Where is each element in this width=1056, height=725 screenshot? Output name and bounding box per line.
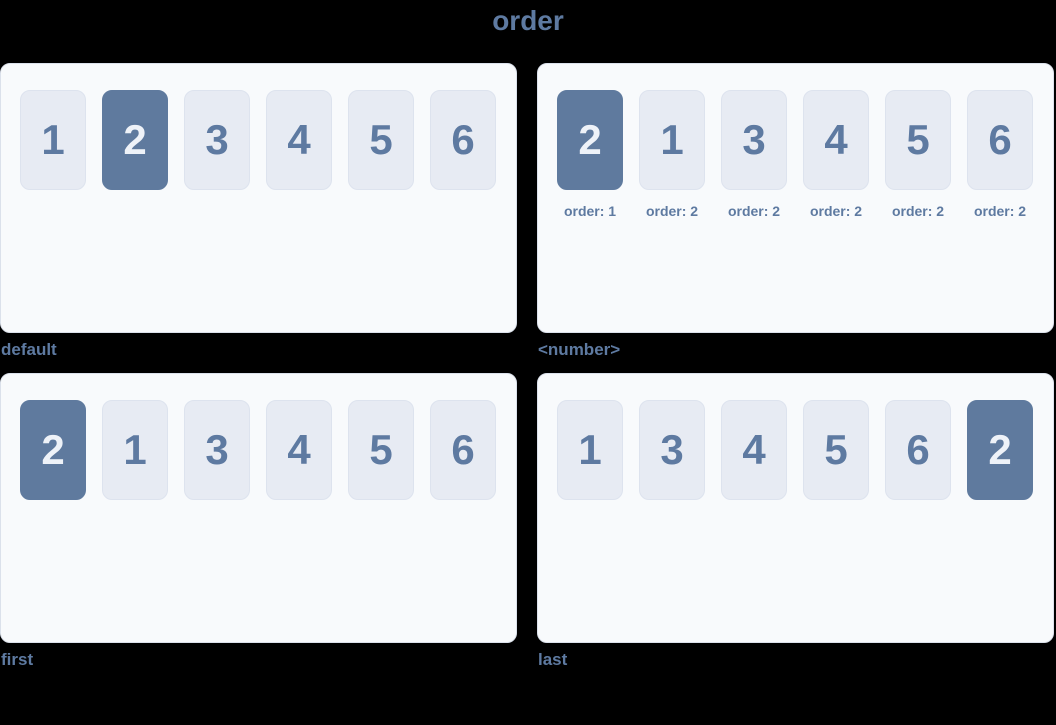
- flex-item-box-5: 5: [885, 90, 951, 190]
- box-row: 2 order: 1 1 order: 2 3 order: 2 4 order: 2 5 ord…: [557, 90, 1034, 219]
- order-value-label: order: 2: [891, 203, 945, 219]
- box-with-order-label: 2 order: 1: [557, 90, 623, 219]
- flex-item-box-4: 4: [803, 90, 869, 190]
- box-with-order-label: 6 order: 2: [967, 90, 1033, 219]
- flex-item-box-3: 3: [184, 400, 250, 500]
- panel-number: 2 order: 1 1 order: 2 3 order: 2 4 order: 2 5 ord…: [537, 63, 1054, 333]
- box-with-order-label: 5 order: 2: [885, 90, 951, 219]
- flex-item-box-3: 3: [184, 90, 250, 190]
- box-with-order-label: 3 order: 2: [721, 90, 787, 219]
- flex-item-box-6: 6: [885, 400, 951, 500]
- panel-caption-default: default: [1, 340, 57, 359]
- box-with-order-label: 4 order: 2: [803, 90, 869, 219]
- flex-item-box-1: 1: [557, 400, 623, 500]
- flex-item-box-6: 6: [967, 90, 1033, 190]
- box-with-order-label: 1 order: 2: [639, 90, 705, 219]
- flex-item-box-5: 5: [348, 400, 414, 500]
- panel-caption-first: first: [1, 650, 34, 669]
- panel-caption-last: last: [538, 650, 568, 669]
- flex-item-box-2-highlighted: 2: [557, 90, 623, 190]
- order-value-label: order: 1: [563, 203, 617, 219]
- flex-item-box-2-highlighted: 2: [102, 90, 168, 190]
- flex-item-box-1: 1: [20, 90, 86, 190]
- flex-item-box-4: 4: [266, 90, 332, 190]
- flex-item-box-3: 3: [721, 90, 787, 190]
- flex-item-box-3: 3: [639, 400, 705, 500]
- flex-item-box-1: 1: [639, 90, 705, 190]
- flex-item-box-5: 5: [803, 400, 869, 500]
- flex-item-box-4: 4: [266, 400, 332, 500]
- flex-item-box-1: 1: [102, 400, 168, 500]
- flex-item-box-2-highlighted: 2: [20, 400, 86, 500]
- flex-item-box-5: 5: [348, 90, 414, 190]
- flex-item-box-6: 6: [430, 90, 496, 190]
- panel-cell-number: 2 order: 1 1 order: 2 3 order: 2 4 order: 2 5 ord…: [537, 63, 1054, 359]
- panel-caption-number: <number>: [538, 340, 621, 359]
- flex-item-box-4: 4: [721, 400, 787, 500]
- order-value-label: order: 2: [973, 203, 1027, 219]
- flex-item-box-6: 6: [430, 400, 496, 500]
- flex-item-box-2-highlighted: 2: [967, 400, 1033, 500]
- order-value-label: order: 2: [645, 203, 699, 219]
- page-title: order: [492, 5, 564, 36]
- order-value-label: order: 2: [727, 203, 781, 219]
- order-value-label: order: 2: [809, 203, 863, 219]
